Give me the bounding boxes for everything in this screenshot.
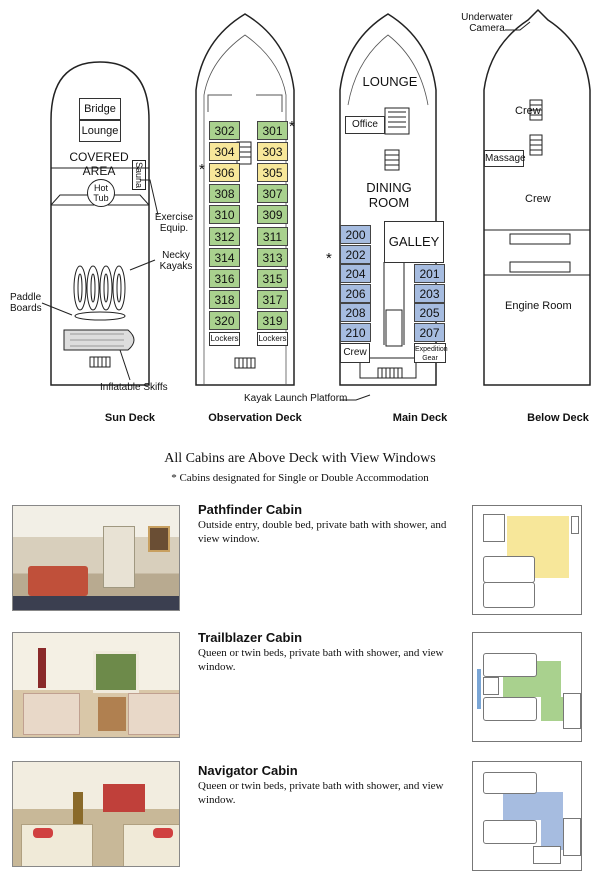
underwater-camera-label: Underwater Camera xyxy=(461,12,513,34)
subline: * Cabins designated for Single or Double… xyxy=(171,472,429,484)
cabin-312[interactable]: 312 xyxy=(209,226,240,246)
cabin-210[interactable]: 210 xyxy=(340,323,371,342)
lockers-left: Lockers xyxy=(209,332,240,346)
star-202: * xyxy=(326,250,332,267)
expedition-gear-room: Expedition Gear xyxy=(414,343,448,363)
below-deck-hull xyxy=(483,8,591,386)
navigator-title: Navigator Cabin xyxy=(198,763,298,778)
galley-room: GALLEY xyxy=(384,221,444,263)
cabin-310[interactable]: 310 xyxy=(209,205,240,225)
cabin-306[interactable]: 306 xyxy=(209,163,240,183)
cabin-318[interactable]: 318 xyxy=(209,289,240,309)
trailblazer-floorplan xyxy=(472,632,582,742)
pathfinder-desc: Outside entry, double bed, private bath … xyxy=(198,519,447,545)
inflatable-skiffs-label: Inflatable Skiffs xyxy=(100,382,168,393)
below-deck-label: Below Deck xyxy=(527,412,589,424)
trailblazer-title: Trailblazer Cabin xyxy=(198,630,303,645)
paddle-boards-label: Paddle Boards xyxy=(10,292,42,314)
kayak-launch-platform-label: Kayak Launch Platform xyxy=(244,393,348,404)
hot-tub-icon: Hot Tub xyxy=(87,179,115,207)
cabin-302[interactable]: 302 xyxy=(209,121,240,140)
cabin-205[interactable]: 205 xyxy=(414,303,445,323)
cabin-316[interactable]: 316 xyxy=(209,268,240,288)
cabin-304[interactable]: 304 xyxy=(209,142,240,162)
cabin-314[interactable]: 314 xyxy=(209,247,240,267)
pathfinder-title: Pathfinder Cabin xyxy=(198,502,303,517)
cabin-315[interactable]: 315 xyxy=(257,268,288,288)
below-crew-top-label: Crew xyxy=(515,105,541,117)
sun-stairs-icon xyxy=(89,356,111,368)
engine-room-label: Engine Room xyxy=(505,300,572,312)
sun-deck-label: Sun Deck xyxy=(104,412,156,424)
cabin-313[interactable]: 313 xyxy=(257,247,288,267)
main-lounge-label: LOUNGE xyxy=(362,74,418,89)
deck-plans-svg xyxy=(41,8,591,401)
cabin-311[interactable]: 311 xyxy=(257,226,288,246)
cabin-207[interactable]: 207 xyxy=(414,322,445,342)
sun-lounge-room: Lounge xyxy=(79,120,121,142)
pathfinder-floorplan xyxy=(472,505,582,615)
cabin-202[interactable]: 202 xyxy=(340,244,371,264)
sun-deck-hull xyxy=(50,61,150,386)
covered-area-label: COVERED AREA xyxy=(69,150,129,178)
exercise-equip-label: Exercise Equip. xyxy=(154,212,194,234)
office-room: Office xyxy=(345,116,385,134)
below-crew-mid-label: Crew xyxy=(525,193,551,205)
observation-deck-label: Observation Deck xyxy=(208,412,302,424)
lockers-right: Lockers xyxy=(257,332,288,346)
cabin-201[interactable]: 201 xyxy=(414,264,445,283)
paddle-board-icon xyxy=(74,311,126,321)
sauna-room: Sauna xyxy=(132,160,146,190)
cabin-301[interactable]: 301 xyxy=(257,121,288,140)
bridge-room: Bridge xyxy=(79,98,121,120)
main-deck-label: Main Deck xyxy=(392,412,448,424)
main-deck-hull xyxy=(339,13,437,386)
cabin-319[interactable]: 319 xyxy=(257,310,288,330)
cabin-206[interactable]: 206 xyxy=(340,283,371,303)
trailblazer-photo xyxy=(12,632,180,738)
cabin-204[interactable]: 204 xyxy=(340,264,371,284)
cabin-305[interactable]: 305 xyxy=(257,163,288,183)
navigator-desc: Queen or twin beds, private bath with sh… xyxy=(198,780,444,806)
cabin-303[interactable]: 303 xyxy=(257,142,288,162)
dining-room-label: DINING ROOM xyxy=(366,180,412,210)
pathfinder-photo xyxy=(12,505,180,611)
cabin-309[interactable]: 309 xyxy=(257,205,288,225)
star-301: * xyxy=(289,118,295,135)
cabin-317[interactable]: 317 xyxy=(257,289,288,309)
cabin-200[interactable]: 200 xyxy=(340,225,371,244)
kayaks-icon xyxy=(73,265,126,311)
necky-kayaks-label: Necky Kayaks xyxy=(159,250,193,272)
cabin-308[interactable]: 308 xyxy=(209,184,240,204)
observation-deck-hull xyxy=(195,13,295,386)
navigator-floorplan xyxy=(472,761,582,871)
massage-room: Massage xyxy=(484,150,526,167)
cabin-203[interactable]: 203 xyxy=(414,283,445,303)
trailblazer-desc: Queen or twin beds, private bath with sh… xyxy=(198,647,444,673)
main-crew-room: Crew xyxy=(340,343,370,363)
skiff-icon xyxy=(63,329,135,351)
navigator-photo xyxy=(12,761,180,867)
star-306: * xyxy=(199,161,205,178)
cabin-208[interactable]: 208 xyxy=(340,303,371,323)
cabin-307[interactable]: 307 xyxy=(257,184,288,204)
cabin-320[interactable]: 320 xyxy=(209,310,240,330)
headline: All Cabins are Above Deck with View Wind… xyxy=(164,451,436,466)
